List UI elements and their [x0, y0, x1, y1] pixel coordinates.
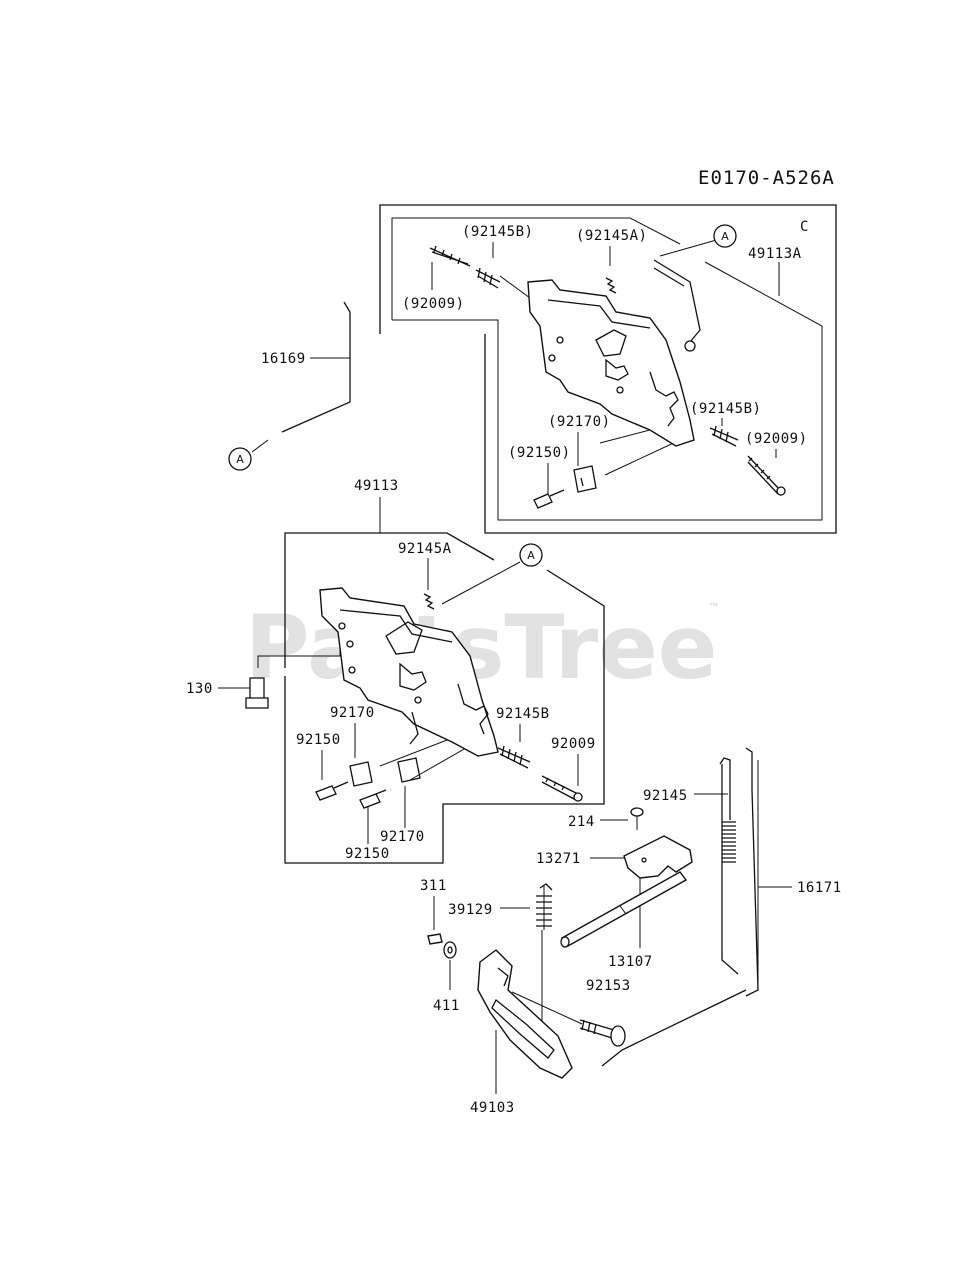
svg-text:A: A: [236, 453, 244, 466]
middle-bracket: [319, 587, 499, 757]
upper-bracket: [527, 259, 701, 447]
washer-411: [443, 941, 457, 959]
label-92145: 92145: [643, 788, 688, 804]
label-92009: 92009: [551, 736, 596, 752]
diagram-code: E0170-A526A: [698, 167, 835, 189]
label-49113: 49113: [354, 478, 399, 494]
bolt-92153: [511, 991, 626, 1047]
label-92145B-top: (92145B): [462, 224, 533, 240]
label-130: 130: [186, 681, 213, 697]
label-92150-b: 92150: [345, 846, 390, 862]
label-214: 214: [568, 814, 595, 830]
upper-springs: [429, 245, 786, 509]
label-92170-b: 92170: [380, 829, 425, 845]
svg-text:A: A: [527, 549, 535, 562]
svg-text:A: A: [721, 230, 729, 243]
label-13107: 13107: [608, 954, 653, 970]
label-92145B-right: (92145B): [690, 401, 761, 417]
lower-leaders: [433, 793, 792, 1094]
label-92145B: 92145B: [496, 706, 550, 722]
label-49113A: 49113A: [748, 246, 802, 262]
watermark-trademark: ™: [708, 601, 720, 615]
nut-311: [427, 933, 443, 945]
watermark: PartsTree: [245, 596, 717, 699]
screw-214: [630, 807, 644, 830]
plate-13271: [623, 835, 693, 879]
label-92145A: 92145A: [398, 541, 452, 557]
label-92009-right: (92009): [745, 431, 808, 447]
corner-mark: C: [800, 219, 809, 235]
upper-assembly-frame: [379, 204, 837, 534]
middle-assembly-frame: [284, 497, 605, 864]
shaft-13107: [560, 871, 688, 948]
label-16171: 16171: [797, 880, 842, 896]
middle-leaders: [218, 558, 579, 844]
label-411: 411: [433, 998, 460, 1014]
rod-16169: [251, 301, 351, 453]
ref-marker-a-top: A: [713, 224, 737, 248]
spring-92145: [719, 757, 739, 975]
label-92150-top: (92150): [508, 445, 571, 461]
label-49103: 49103: [470, 1100, 515, 1116]
label-92009-top: (92009): [402, 296, 465, 312]
ref-marker-a-left: A: [228, 447, 252, 471]
rod-16171: [601, 747, 759, 1067]
label-92150-a: 92150: [296, 732, 341, 748]
label-92170-a: 92170: [330, 705, 375, 721]
label-92145A-top: (92145A): [576, 228, 647, 244]
spring-39129: [536, 883, 553, 930]
label-39129: 39129: [448, 902, 493, 918]
ref-marker-a-middle: A: [519, 543, 543, 567]
middle-springs-bolts: [245, 677, 583, 809]
label-13271: 13271: [536, 851, 581, 867]
label-92153: 92153: [586, 978, 631, 994]
label-92170-top: (92170): [548, 414, 611, 430]
label-311: 311: [420, 878, 447, 894]
label-16169: 16169: [261, 351, 306, 367]
pedal-49103: [477, 949, 573, 1079]
